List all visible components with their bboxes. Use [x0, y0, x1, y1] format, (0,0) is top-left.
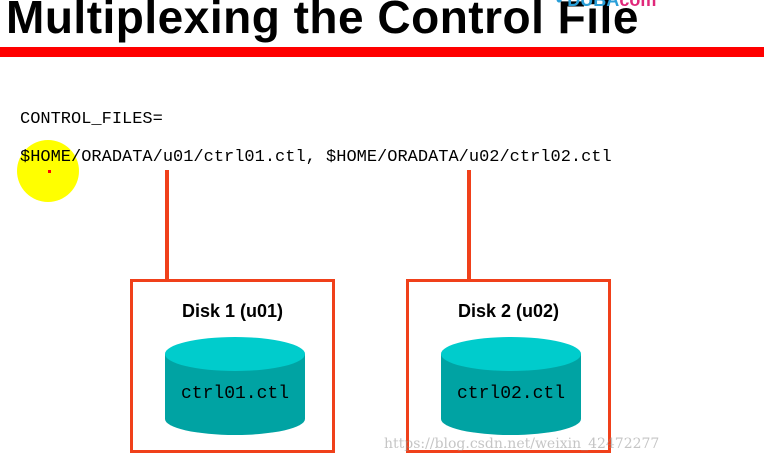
cylinder-top [165, 337, 305, 371]
database-cylinder-icon: ctrl02.ctl [441, 337, 581, 437]
logo-text-b: com [619, 0, 657, 10]
control-files-parameter: CONTROL_FILES= [20, 110, 163, 129]
title-divider [0, 47, 764, 57]
disk-label: Disk 1 (u01) [181, 301, 284, 321]
slide-title: Multiplexing the Control File [6, 0, 639, 43]
logo-text-a: • DUBA [556, 0, 620, 10]
disk-box-1: Disk 1 (u01) ctrl01.ctl [130, 279, 335, 453]
control-file-name: ctrl01.ctl [180, 384, 290, 404]
connector-line-disk1 [165, 170, 169, 280]
watermark: https://blog.csdn.net/weixin_42472277 [384, 436, 660, 452]
connector-line-disk2 [467, 170, 471, 280]
database-cylinder-icon: ctrl01.ctl [165, 337, 305, 437]
control-file-name: ctrl02.ctl [456, 384, 566, 404]
disk-box-2: Disk 2 (u02) ctrl02.ctl [406, 279, 611, 453]
cylinder-top [441, 337, 581, 371]
logo: • DUBAcom [556, 0, 656, 11]
control-files-paths: $HOME/ORADATA/u01/ctrl01.ctl, $HOME/ORAD… [20, 148, 612, 167]
cursor-dot [48, 170, 51, 173]
disk-label: Disk 2 (u02) [457, 301, 560, 321]
